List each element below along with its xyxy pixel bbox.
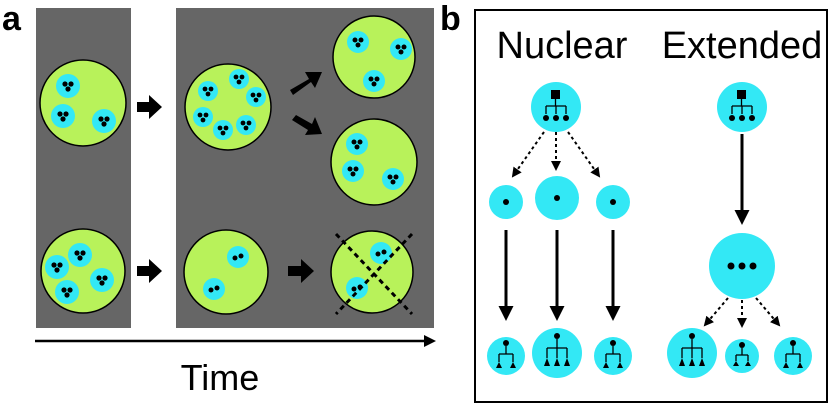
- cell-top-daughter-2: [330, 118, 418, 206]
- arrow-right-icon: [137, 259, 162, 283]
- extended-final-right: [774, 337, 812, 375]
- nucleus: [193, 107, 213, 127]
- nucleus: [346, 133, 368, 155]
- nucleus: [342, 160, 364, 182]
- panel-b-frame: [474, 9, 828, 403]
- nucleus: [56, 74, 80, 98]
- nucleus: [347, 31, 369, 53]
- nuclear-final-middle: [532, 328, 582, 378]
- nucleus: [68, 243, 92, 267]
- nuclear-single-small-left: [489, 185, 523, 219]
- nucleus: [92, 109, 116, 133]
- nuclear-parent: [531, 82, 581, 132]
- nuclear-single-large: [535, 176, 579, 220]
- nucleus: [198, 81, 218, 101]
- dotted-arrow: [567, 131, 601, 178]
- nuclear-single-small-right: [596, 185, 630, 219]
- cross-out-icon: [334, 232, 414, 316]
- arrow-down-right-icon: [292, 115, 322, 135]
- cell-bottom-grown: [183, 229, 269, 315]
- nucleus: [55, 280, 79, 304]
- cell-bottom-failed: [330, 230, 414, 316]
- time-axis-label: Time: [181, 357, 260, 398]
- arrow-right-icon: [288, 259, 314, 283]
- cell-top-grown: [184, 63, 272, 151]
- panel-b: b Nuclear Extended: [440, 0, 828, 403]
- nucleus: [90, 268, 114, 292]
- heading-extended: Extended: [662, 25, 823, 67]
- cell-top-daughter-1: [332, 15, 416, 99]
- nucleus: [227, 246, 249, 268]
- nucleus: [203, 278, 225, 300]
- nucleus: [346, 277, 368, 299]
- heading-nuclear: Nuclear: [497, 25, 628, 67]
- nucleus: [382, 168, 404, 190]
- nucleus: [246, 87, 266, 107]
- arrow-up-right-icon: [290, 72, 322, 95]
- cell-bottom-initial: [40, 228, 126, 314]
- extended-middle: [709, 233, 775, 299]
- nucleus: [213, 120, 233, 140]
- extended-parent: [717, 82, 767, 132]
- panel-b-label: b: [440, 0, 461, 38]
- extended-final-middle: [725, 339, 759, 373]
- nucleus: [370, 242, 392, 264]
- nuclear-final-right: [594, 337, 632, 375]
- nucleus: [363, 70, 385, 92]
- time-axis: [35, 335, 436, 347]
- cell-top-initial: [39, 59, 127, 147]
- nucleus: [45, 255, 69, 279]
- panel-a: a: [2, 0, 436, 398]
- nucleus: [390, 38, 412, 60]
- dotted-arrow: [511, 131, 545, 178]
- nucleus: [236, 115, 256, 135]
- arrow-right-icon: [137, 95, 162, 119]
- nucleus: [229, 69, 249, 89]
- nucleus: [51, 104, 75, 128]
- panel-a-label: a: [2, 0, 22, 38]
- nuclear-final-left: [487, 337, 525, 375]
- extended-final-left: [667, 328, 717, 378]
